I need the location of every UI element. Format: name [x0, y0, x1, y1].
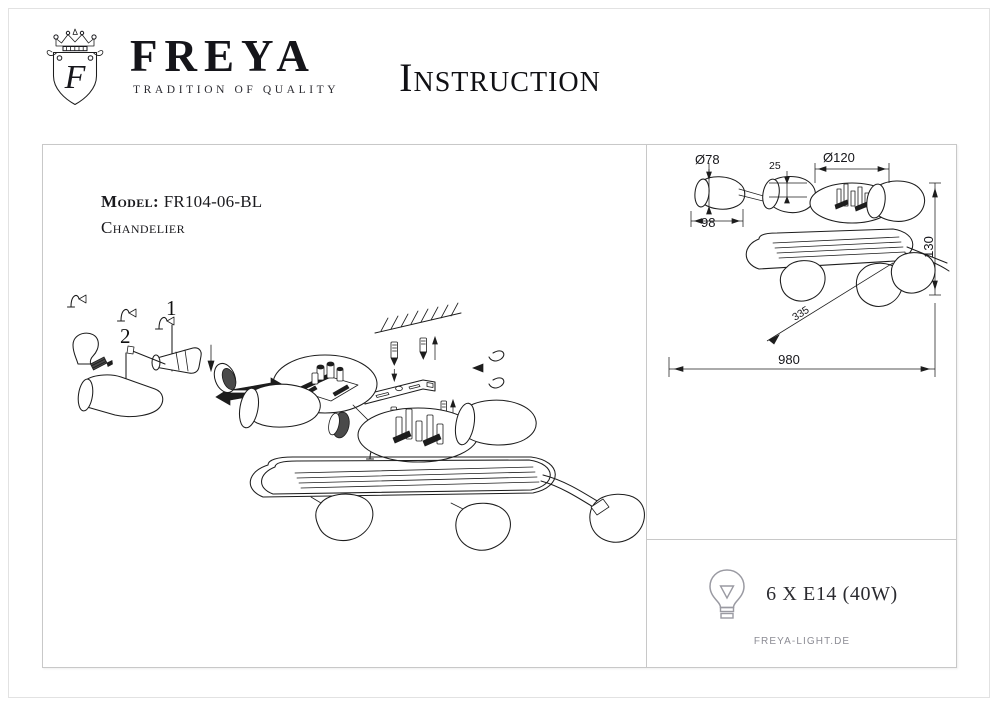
model-label: Model: [101, 192, 160, 211]
dim-left-shade [694, 176, 768, 210]
dim-label-overall-width: 980 [778, 352, 800, 367]
mounting-bracket-icon [362, 379, 436, 405]
dim-far-right-shade [890, 246, 950, 294]
dim-ceiling-plate-diameter: Ø120 [814, 150, 890, 183]
brand-text-block: FREYA TRADITION OF QUALITY [130, 31, 340, 97]
dim-label-plate-diameter: Ø120 [823, 150, 855, 165]
dim-label-overall-height: 130 [921, 236, 936, 258]
dim-shade-diameter: Ø78 [695, 152, 720, 215]
dim-shade-height: 98 [690, 209, 744, 230]
screw-icon [419, 335, 438, 360]
dimension-drawing: Ø78 98 [647, 145, 957, 539]
hook-icon [116, 308, 137, 322]
model-info: Model: FR104-06-BL Chandelier [101, 189, 262, 242]
content-frame: Model: FR104-06-BL Chandelier [42, 144, 957, 668]
document-title: Instruction [399, 55, 601, 100]
brand-logo: F FREYA TRADITION OF QUALITY [42, 26, 342, 110]
lamp-socket-icon [126, 345, 202, 374]
header: F FREYA TRADITION OF QUALITY Instruction [0, 0, 1000, 140]
callout-1-label: 1 [166, 296, 177, 320]
website-footer: FREYA-LIGHT.DE [753, 636, 851, 647]
brand-name: FREYA [130, 31, 316, 81]
glass-shade-icon [238, 383, 321, 429]
brand-tagline: TRADITION OF QUALITY [133, 84, 340, 96]
dim-label-shade-diameter: Ø78 [695, 152, 720, 167]
dim-right-upper-shade [866, 180, 926, 222]
callout-2-label: 2 [120, 324, 131, 348]
retaining-ring-icon [213, 362, 237, 394]
lamp-spec-row: 6 X E14 (40W) [647, 568, 957, 620]
dim-label-shade-height: 98 [701, 215, 715, 230]
dim-overall-height: 130 [921, 182, 941, 296]
dim-second-shade [762, 175, 816, 214]
horizontal-divider [646, 539, 957, 540]
ceiling-hatching-icon [374, 302, 462, 334]
specification-panel: 6 X E14 (40W) FREYA-LIGHT.DE [647, 540, 957, 667]
model-row: Model: FR104-06-BL [101, 189, 262, 215]
hook-icon [154, 316, 175, 330]
model-value: FR104-06-BL [163, 192, 263, 211]
dim-arm-loop [745, 228, 914, 270]
terminal-block [392, 408, 444, 447]
detail-arrow [207, 344, 215, 373]
dim-overall-width: 980 [668, 303, 936, 377]
crest-icon: F [46, 28, 104, 106]
light-bulb-icon [72, 332, 113, 371]
vertical-divider [646, 145, 647, 667]
svg-text:F: F [64, 59, 87, 96]
wall-anchor-icon [390, 341, 399, 383]
product-type: Chandelier [101, 218, 185, 238]
lamp-socket-icon [328, 411, 350, 439]
hook-icon [472, 350, 505, 389]
lamp-spec-text: 6 X E14 (40W) [766, 582, 898, 605]
dim-label-arm-spread: 335 [790, 304, 811, 324]
glass-shade-icon [77, 374, 164, 418]
light-bulb-icon [709, 569, 745, 619]
hook-icon [66, 294, 87, 308]
dim-label-plate-offset: 25 [769, 160, 781, 172]
assembly-diagram: 1 2 [63, 285, 645, 665]
dim-lower-left-shade [779, 260, 826, 302]
chandelier-body [249, 399, 645, 551]
dim-plate-offset: 25 [769, 160, 807, 204]
